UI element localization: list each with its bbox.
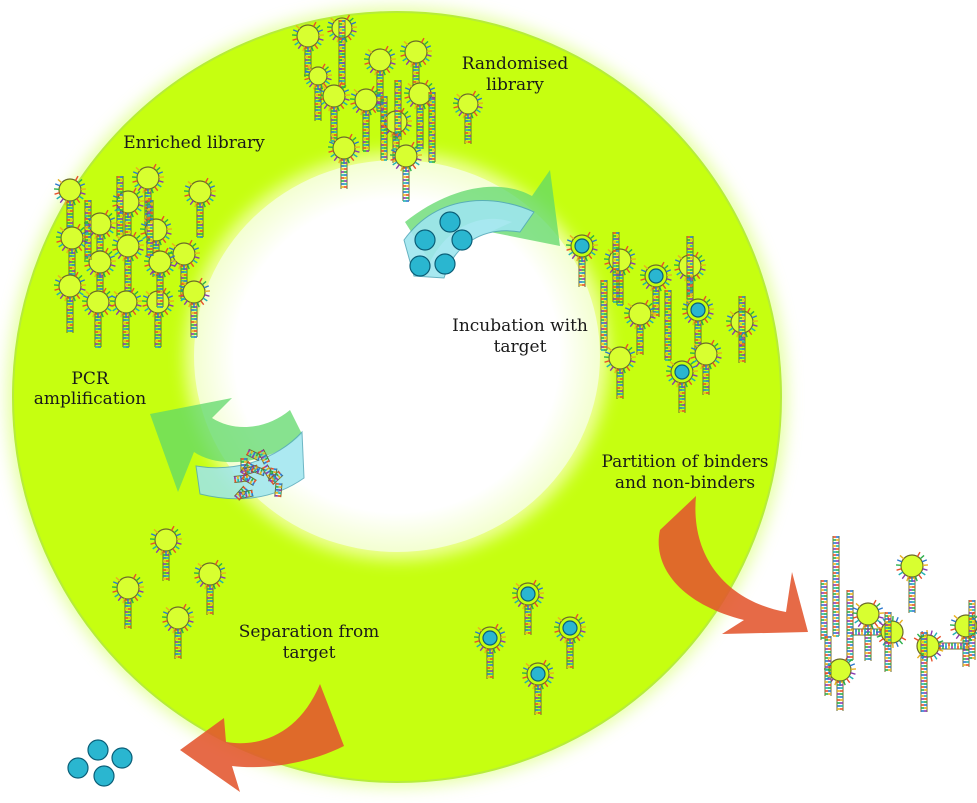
bound-target-icon — [482, 630, 498, 646]
dna-strand-icon — [338, 20, 346, 70]
dna-strand-icon — [394, 80, 402, 140]
aptamer-icon — [823, 655, 857, 711]
aptamer-icon — [193, 559, 227, 615]
aptamer-icon — [131, 163, 165, 225]
bound-target-icon — [574, 238, 590, 254]
aptamer-icon — [317, 81, 351, 142]
aptamer-icon — [665, 357, 699, 413]
aptamer-icon — [327, 133, 361, 189]
labels-layer: Randomised library Enriched library Incu… — [34, 54, 769, 663]
bound-target-icon — [648, 268, 664, 284]
aptamer-icon — [53, 271, 87, 333]
dna-strand-icon — [884, 612, 892, 672]
dna-strand-icon — [968, 600, 976, 660]
dna-strand-icon — [146, 200, 154, 256]
dna-strand-icon — [738, 296, 746, 346]
dna-strand-icon — [241, 472, 257, 487]
aptamers-layer — [53, 14, 977, 715]
pcr-label-line1: PCR — [71, 369, 109, 389]
bound-target-icon — [562, 620, 578, 636]
target-molecule-icon — [93, 765, 115, 787]
aptamer-icon — [553, 613, 587, 669]
dna-strand-icon — [920, 632, 928, 712]
separation-label-line2: target — [283, 643, 336, 663]
target-molecule-icon — [451, 229, 473, 251]
randomised-library-label-line1: Randomised — [462, 54, 569, 74]
dna-strand-icon — [257, 448, 271, 465]
aptamer-icon — [161, 603, 195, 659]
target-molecule-icon — [439, 211, 461, 233]
bound-target-icon — [674, 364, 690, 380]
pcr-tray-icon — [195, 430, 305, 500]
randomised-library-label-line2: library — [486, 75, 544, 95]
pcr-label-line2: amplification — [34, 389, 147, 409]
aptamer-icon — [895, 551, 929, 613]
pcr-arrow-icon — [150, 398, 302, 492]
aptamer-icon — [565, 231, 599, 287]
aptamer-icon — [291, 21, 325, 77]
aptamer-icon — [111, 231, 145, 293]
aptamer-icon — [452, 90, 484, 144]
target-molecule-icon — [414, 229, 436, 251]
partition-label-line1: Partition of binders — [601, 452, 768, 472]
dna-strand-icon — [274, 482, 283, 498]
bound-target-icon — [690, 302, 706, 318]
bound-target-icon — [520, 586, 536, 602]
aptamer-icon — [349, 85, 383, 152]
bound-target-icon — [530, 666, 546, 682]
incubation-label-line1: Incubation with — [452, 316, 588, 336]
dna-strand-icon — [612, 232, 620, 303]
aptamer-icon — [389, 141, 423, 202]
targets-layer — [67, 211, 473, 787]
partition-arrow-icon — [658, 496, 808, 634]
aptamer-icon — [109, 287, 143, 348]
dna-strand-icon — [116, 176, 124, 236]
dna-strand-icon — [820, 580, 828, 640]
target-molecule-icon — [87, 739, 109, 761]
aptamer-icon — [111, 573, 145, 629]
partition-label-line2: and non-binders — [615, 473, 755, 493]
dna-strand-icon — [268, 470, 284, 486]
aptamer-icon — [303, 63, 333, 121]
aptamer-icon — [639, 261, 673, 317]
enriched-library-label: Enriched library — [123, 133, 265, 153]
aptamer-icon — [603, 343, 637, 399]
aptamer-icon — [689, 339, 723, 395]
separation-label-line1: Separation from — [239, 622, 380, 642]
dna-strand-icon — [84, 200, 92, 260]
dna-strand-icon — [824, 636, 832, 696]
target-molecule-icon — [409, 255, 431, 277]
aptamer-icon — [143, 247, 177, 308]
target-molecule-icon — [67, 757, 89, 779]
target-molecule-icon — [434, 253, 456, 275]
aptamer-icon — [623, 299, 657, 355]
dna-strand-icon — [428, 92, 436, 163]
dna-strand-icon — [664, 290, 672, 361]
aptamer-icon — [521, 659, 555, 715]
dna-strand-icon — [600, 280, 608, 351]
aptamer-icon — [511, 579, 545, 635]
dna-strand-icon — [686, 236, 694, 296]
dna-strand-icon — [846, 590, 854, 661]
target-molecule-icon — [111, 747, 133, 769]
dna-strand-icon — [380, 96, 388, 161]
dna-strand-icon — [238, 489, 254, 500]
aptamer-icon — [851, 615, 907, 649]
aptamer-icon — [363, 45, 397, 112]
aptamer-icon — [183, 177, 217, 238]
aptamer-icon — [473, 623, 507, 679]
separation-arrow-icon — [180, 684, 344, 792]
aptamer-icon — [177, 277, 211, 338]
dna-strand-icon — [832, 536, 840, 637]
aptamer-icon — [149, 525, 183, 581]
incubation-label-line2: target — [494, 337, 547, 357]
